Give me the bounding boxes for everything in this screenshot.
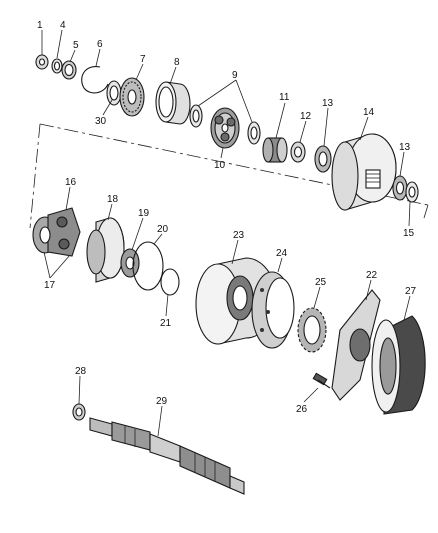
part-9-thrust-bearing xyxy=(189,104,261,145)
part-19-bearing xyxy=(120,248,140,278)
part-10-planet-carrier xyxy=(210,107,240,149)
part-12-bearing xyxy=(290,141,306,163)
callout-4: 4 xyxy=(60,20,66,31)
callout-17: 17 xyxy=(44,280,56,291)
callout-14: 14 xyxy=(363,107,375,118)
part-7-sun-gear xyxy=(119,77,145,117)
callout-22: 22 xyxy=(366,270,378,281)
part-6-snap-ring xyxy=(81,66,109,94)
callout-28: 28 xyxy=(75,366,87,377)
part-18-ring-gear xyxy=(86,217,125,283)
leader-lines xyxy=(41,29,411,437)
callout-21: 21 xyxy=(160,318,172,329)
part-25-sprag-clutch xyxy=(297,307,327,353)
callout-18: 18 xyxy=(107,194,119,205)
callout-12: 12 xyxy=(300,111,312,122)
callout-11: 11 xyxy=(279,92,290,103)
callout-26: 26 xyxy=(296,404,308,415)
callout-6: 6 xyxy=(97,39,103,50)
part-24-clutch-hub xyxy=(251,271,295,349)
part-28-thrust-washer xyxy=(72,403,86,421)
part-13-thrust-washer-upper xyxy=(314,145,332,173)
part-20-snap-ring xyxy=(132,241,164,291)
callout-19: 19 xyxy=(138,208,150,219)
part-14-clutch-drum xyxy=(331,133,397,211)
part-30-thrust-washer xyxy=(106,80,122,106)
callout-30: 30 xyxy=(95,116,107,127)
part-11-spline-gear xyxy=(262,137,288,163)
callout-27: 27 xyxy=(405,286,417,297)
part-5-bearing-washer xyxy=(61,60,77,80)
part-16-planetary-assembly xyxy=(32,207,81,257)
callout-15: 15 xyxy=(403,228,415,239)
part-13-thrust-washer-lower xyxy=(392,175,408,201)
part-29-output-shaft xyxy=(89,417,245,495)
callout-7: 7 xyxy=(140,54,146,65)
callout-9: 9 xyxy=(232,70,238,81)
callout-labels: 1 4 5 6 7 8 9 30 10 11 12 13 14 13 15 16… xyxy=(37,20,417,415)
callout-24: 24 xyxy=(276,248,288,259)
part-21-seal-ring xyxy=(160,268,180,296)
callout-1: 1 xyxy=(37,20,43,31)
callout-10: 10 xyxy=(214,160,226,171)
part-4-snap-ring xyxy=(51,58,63,74)
callout-16: 16 xyxy=(65,177,77,188)
part-15-snap-ring xyxy=(405,181,419,203)
callout-25: 25 xyxy=(315,277,327,288)
callout-13-upper: 13 xyxy=(322,98,334,109)
part-26-bolt xyxy=(312,372,331,389)
callout-20: 20 xyxy=(157,224,169,235)
part-1-washer xyxy=(35,54,49,70)
part-8-annulus-ring xyxy=(155,81,191,125)
part-22-reaction-plate xyxy=(331,289,381,401)
part-27-pump-housing xyxy=(371,315,426,415)
callout-13-lower: 13 xyxy=(399,142,411,153)
callout-29: 29 xyxy=(156,396,168,407)
callout-8: 8 xyxy=(174,57,180,68)
callout-5: 5 xyxy=(73,40,79,51)
callout-23: 23 xyxy=(233,230,245,241)
